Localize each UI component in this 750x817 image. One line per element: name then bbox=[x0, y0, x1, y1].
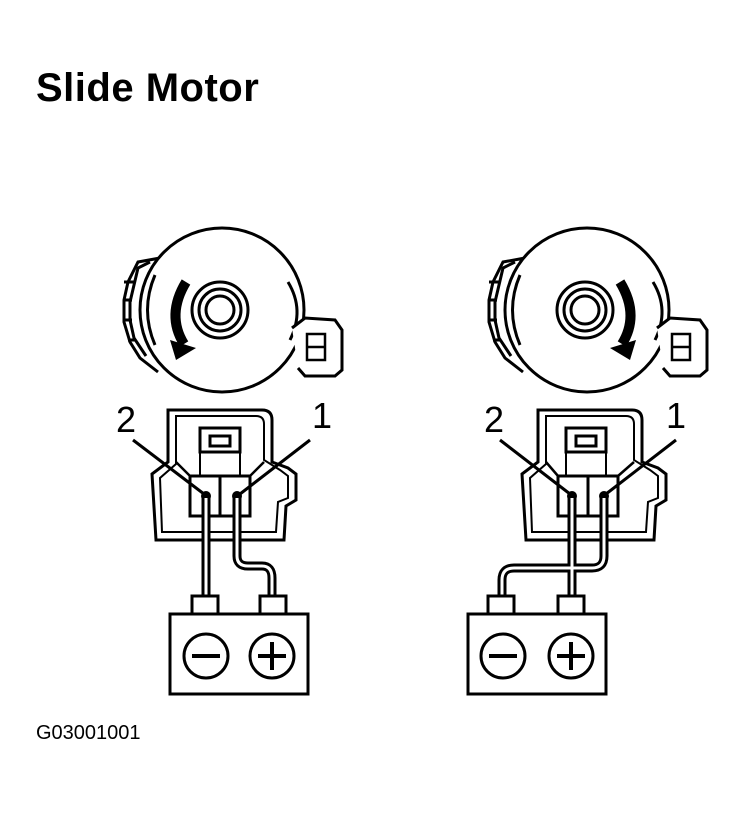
rotation-arrowhead-right bbox=[610, 340, 636, 360]
rotation-arrow-cw-icon bbox=[615, 279, 636, 347]
figure-id: G03001001 bbox=[36, 722, 141, 744]
terminal-2-label-left: 2 bbox=[116, 399, 136, 440]
connector-right bbox=[520, 408, 668, 542]
motor-body-right bbox=[487, 226, 709, 394]
diagram-title: Slide Motor bbox=[36, 66, 260, 110]
battery-right bbox=[466, 594, 608, 696]
motor-diagram-right: 2 1 bbox=[466, 226, 709, 696]
terminal-1-label-right: 1 bbox=[666, 395, 686, 436]
terminal-1-label-left: 1 bbox=[312, 395, 332, 436]
connector-left bbox=[150, 408, 298, 542]
positive-terminal-icon bbox=[557, 642, 585, 670]
rotation-arrow-ccw-icon bbox=[170, 279, 191, 347]
wires-left bbox=[201, 496, 277, 600]
positive-terminal-icon bbox=[258, 642, 286, 670]
battery-left bbox=[168, 594, 310, 696]
terminal-2-label-right: 2 bbox=[484, 399, 504, 440]
rotation-arrowhead-left bbox=[170, 340, 196, 360]
motor-diagram-left: 2 1 bbox=[116, 226, 344, 696]
motor-body-left bbox=[122, 226, 344, 394]
